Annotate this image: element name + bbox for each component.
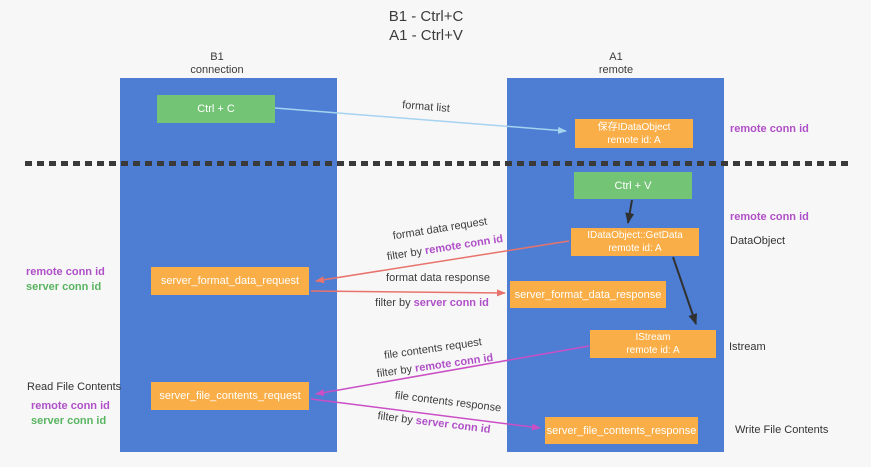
server-format-data-response-box: server_format_data_response <box>510 281 666 308</box>
dashed-divider <box>25 161 851 166</box>
server-format-data-response-label: server_format_data_response <box>514 288 662 301</box>
server-file-contents-request-box: server_file_contents_request <box>151 382 309 410</box>
saved-dataobject-line2: remote id: A <box>607 134 661 146</box>
saved-dataobject-line1: 保存IDataObject <box>597 121 671 133</box>
ctrl-v-box: Ctrl + V <box>574 172 692 199</box>
getdata-line1: IDataObject::GetData <box>587 230 683 241</box>
saved-dataobject-box: 保存IDataObject remote id: A <box>575 119 693 148</box>
istream-side-label: Istream <box>729 341 766 353</box>
title-line-2: A1 - Ctrl+V <box>389 27 463 44</box>
right-column-header: A1 remote <box>516 51 716 77</box>
write-file-contents-label: Write File Contents <box>735 424 829 436</box>
server-file-contents-response-label: server_file_contents_response <box>546 424 697 437</box>
file-contents-response-filter-label: filter by server conn id <box>376 410 492 436</box>
right-column-name: A1 <box>609 51 623 63</box>
right-column-subtitle: remote <box>598 64 634 76</box>
server-conn-id-label-2: server conn id <box>31 415 107 427</box>
istream-line1: IStream <box>635 332 671 343</box>
server-file-contents-request-label: server_file_contents_request <box>159 390 301 402</box>
server-conn-id-label-1: server conn id <box>26 281 102 293</box>
file-contents-response-label: file contents response <box>394 389 502 415</box>
server-format-data-request-label: server_format_data_request <box>160 275 300 287</box>
ctrl-c-box: Ctrl + C <box>157 95 275 123</box>
dataobject-label: DataObject <box>730 235 786 247</box>
format-data-response-filter-label: filter by server conn id <box>375 297 489 309</box>
format-data-response-label: format data response <box>386 272 490 284</box>
format-data-response-arrow <box>310 289 506 297</box>
diagram-title: B1 - Ctrl+C A1 - Ctrl+V <box>276 7 576 45</box>
remote-conn-id-label-2: remote conn id <box>730 211 809 223</box>
getdata-line2: remote id: A <box>608 243 662 254</box>
title-line-1: B1 - Ctrl+C <box>388 8 464 25</box>
server-format-data-request-box: server_format_data_request <box>151 267 309 295</box>
read-file-contents-label: Read File Contents <box>27 381 122 393</box>
remote-conn-id-label-4: remote conn id <box>31 400 110 412</box>
ctrl-c-label: Ctrl + C <box>197 103 235 115</box>
ctrl-v-label: Ctrl + V <box>614 179 652 192</box>
getdata-box: IDataObject::GetData remote id: A <box>571 228 699 256</box>
left-column-subtitle: connection <box>190 64 244 76</box>
left-column-name: B1 <box>210 51 224 63</box>
istream-line2: remote id: A <box>626 345 680 356</box>
format-list-label: format list <box>401 99 451 115</box>
istream-box: IStream remote id: A <box>590 330 716 358</box>
remote-conn-id-label-1: remote conn id <box>730 123 809 135</box>
left-column-header: B1 connection <box>117 51 317 77</box>
server-file-contents-response-box: server_file_contents_response <box>545 417 698 444</box>
remote-conn-id-label-3: remote conn id <box>26 266 105 278</box>
